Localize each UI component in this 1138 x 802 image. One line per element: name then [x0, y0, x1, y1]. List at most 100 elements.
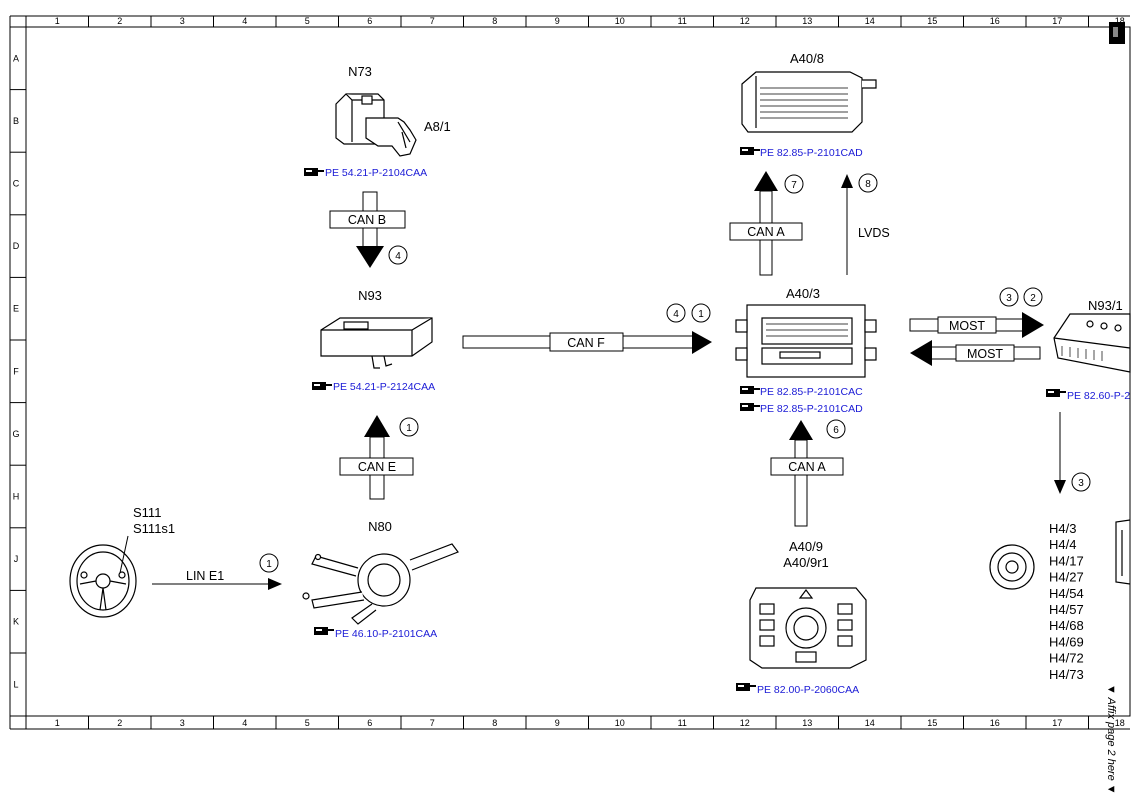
- grid-col-label: 15: [927, 16, 937, 26]
- grid-col-label: 8: [492, 16, 497, 26]
- steering-wheel-icon: [69, 544, 137, 618]
- grid-row-label: C: [13, 179, 20, 189]
- can-f-num1: 4: [673, 309, 679, 320]
- can-a-top-num: 7: [791, 180, 797, 191]
- can-e-num: 1: [406, 423, 412, 434]
- a40-3-label: A40/3: [786, 286, 820, 301]
- n80-ref-hand-icon: [314, 627, 334, 635]
- a8-1-label: A8/1: [424, 119, 451, 134]
- n73-ref-hand-icon: [304, 168, 324, 176]
- can-a-bottom-num-circle: [826, 419, 846, 439]
- can-f-num1-circle: [666, 303, 686, 323]
- grid-col-label: 6: [367, 718, 372, 728]
- grid-row-label: K: [13, 617, 19, 627]
- can-a-bottom-box: [770, 457, 844, 476]
- s111-label: S111: [133, 505, 161, 520]
- grid-col-label: 3: [180, 16, 185, 26]
- grid-col-label: 16: [990, 16, 1000, 26]
- ignition-lock-icon: [335, 93, 417, 157]
- grid-row-label: B: [13, 116, 19, 126]
- lin-e1-num: 1: [266, 559, 272, 570]
- most-out-num1-circle: [999, 287, 1019, 307]
- can-a-top-num-circle: [784, 174, 804, 194]
- grid-col-label: 17: [1052, 718, 1062, 728]
- can-f-num2: 1: [698, 309, 704, 320]
- amplifier-icon: [1053, 313, 1131, 373]
- grid-row-label: H: [13, 492, 20, 502]
- n80-label: N80: [368, 519, 392, 534]
- n93-label: N93: [358, 288, 382, 303]
- grid-row-label: J: [14, 554, 19, 564]
- a40-3-reference-link-1[interactable]: PE 82.85-P-2101CAC: [760, 386, 863, 398]
- grid-col-label: 16: [990, 718, 1000, 728]
- head-unit-icon: [735, 304, 877, 378]
- grid-col-label: 7: [430, 718, 435, 728]
- a40-3-reference-link-2[interactable]: PE 82.85-P-2101CAD: [760, 403, 863, 415]
- affix-triangle-start-icon: ▼: [1105, 684, 1117, 698]
- can-b-num-circle: [388, 245, 408, 265]
- grid-col-label: 6: [367, 16, 372, 26]
- grid-col-label: 3: [180, 718, 185, 728]
- a40-9-reference-link[interactable]: PE 82.00-P-2060CAA: [757, 684, 859, 696]
- affix-note: ▼ Affix page 2 here ▼: [1105, 684, 1117, 795]
- grid-col-label: 1: [55, 16, 60, 26]
- speaker-item: H4/69: [1049, 634, 1084, 649]
- control-panel-icon: [749, 587, 867, 669]
- can-a-bottom-label: CAN A: [788, 460, 826, 474]
- grid-col-label: 14: [865, 16, 875, 26]
- affix-note-text: Affix page 2 here: [1105, 697, 1117, 781]
- steering-column-module-icon: [302, 543, 459, 625]
- can-b-arrow: [356, 191, 384, 268]
- can-a-top-box: [729, 222, 803, 241]
- grid-col-label: 9: [555, 718, 560, 728]
- n73-reference-link[interactable]: PE 54.21-P-2104CAA: [325, 167, 427, 179]
- can-b-box: [329, 210, 406, 229]
- s111s1-label: S111s1: [133, 521, 175, 536]
- n93-1-reference-link[interactable]: PE 82.60-P-2: [1067, 390, 1130, 402]
- speaker-item: H4/72: [1049, 651, 1084, 666]
- most-in-box: [955, 344, 1015, 362]
- lvds-label: LVDS: [858, 226, 890, 240]
- a40-9-label: A40/9: [789, 539, 823, 554]
- speaker-partial-icon: [1115, 519, 1131, 585]
- speaker-item: H4/17: [1049, 553, 1084, 568]
- grid-col-label: 2: [117, 718, 122, 728]
- can-b-num: 4: [395, 251, 401, 262]
- can-a-top-label: CAN A: [747, 225, 785, 239]
- a40-8-reference-link[interactable]: PE 82.85-P-2101CAD: [760, 147, 863, 159]
- most-out-num1: 3: [1006, 293, 1012, 304]
- speaker-item: H4/54: [1049, 586, 1084, 601]
- grid-col-label: 18: [1115, 718, 1125, 728]
- grid-col-label: 9: [555, 16, 560, 26]
- n93-1-down-num-circle: [1071, 472, 1091, 492]
- grid-col-label: 11: [678, 718, 687, 728]
- grid-col-label: 18: [1115, 16, 1125, 26]
- n93-1-label: N93/1: [1088, 298, 1123, 313]
- grid-col-label: 1: [55, 718, 60, 728]
- can-e-arrow: [364, 415, 390, 500]
- n93-1-down-arrowhead: [1054, 480, 1066, 494]
- n93-1-ref-hand-icon: [1046, 389, 1066, 397]
- speaker-icon: [989, 544, 1035, 590]
- grid-row-label: F: [13, 366, 19, 376]
- grid-row-label: D: [13, 241, 20, 251]
- grid-row-label: E: [13, 304, 19, 314]
- most-in-label: MOST: [967, 347, 1003, 361]
- most-out-num2: 2: [1030, 293, 1036, 304]
- corner-marker-icon: [1109, 22, 1125, 44]
- grid-row-label: A: [13, 53, 19, 63]
- most-out-box: [937, 316, 997, 334]
- n80-reference-link[interactable]: PE 46.10-P-2101CAA: [335, 628, 437, 640]
- can-f-label: CAN F: [567, 336, 605, 350]
- can-e-box: [339, 457, 414, 476]
- grid-row-label: L: [13, 679, 18, 689]
- speaker-item: H4/3: [1049, 521, 1076, 536]
- can-a-bottom-num: 6: [833, 425, 839, 436]
- grid-row-label: G: [12, 429, 19, 439]
- n93-ref-hand-icon: [312, 382, 332, 390]
- gateway-module-icon: [320, 317, 433, 369]
- n93-reference-link[interactable]: PE 54.21-P-2124CAA: [333, 381, 435, 393]
- grid-col-label: 4: [242, 16, 247, 26]
